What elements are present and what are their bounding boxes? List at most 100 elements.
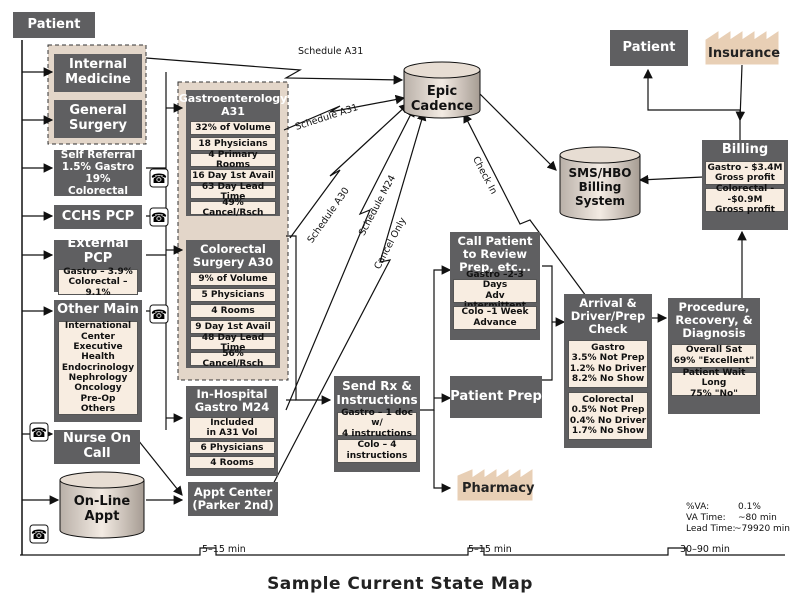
gastro-metric: 18 Physicians <box>190 137 276 152</box>
send-rx-metric: Gastro – 1 doc w/ 4 instructions <box>337 408 417 439</box>
call-patient-box: Call Patient to Review Prep, etc... Gast… <box>450 232 540 340</box>
gastro-metric: 32% of Volume <box>190 121 276 136</box>
procedure-box: Procedure, Recovery, & Diagnosis Overall… <box>668 298 760 414</box>
gastro-metric: 49% Cancel/Rsch <box>190 198 276 218</box>
phone-icon: ☎ <box>31 426 47 441</box>
lead-time-label: Lead Time: <box>686 524 736 534</box>
patient-prep-label: Patient Prep <box>450 388 542 404</box>
lead-time-value: ~79920 min <box>734 524 791 534</box>
va-pct-value: 0.1% <box>738 502 761 512</box>
prep-merge-line <box>542 265 553 381</box>
nurse-on-call-label: Nurse On Call <box>63 431 131 461</box>
gastro-a31-title: Gastroenterology A31 <box>178 92 288 118</box>
inhospital-gastro-box: In-Hospital Gastro M24 Included in A31 V… <box>186 386 278 476</box>
pharmacy-factory-shape <box>457 469 533 501</box>
trunk-to-clinic-arrows <box>137 103 184 505</box>
gastro-metric: 4 Primary Rooms <box>190 150 276 170</box>
other-main-list: International Center Executive Health En… <box>58 320 138 415</box>
sms-billing-cylinder <box>559 146 641 221</box>
send-rx-box: Send Rx & Instructions Gastro – 1 doc w/… <box>334 376 420 472</box>
external-pcp-data: Gastro – 3.9% Colorectal – 9.1% <box>58 267 138 298</box>
epic-cadence-cylinder <box>403 61 481 119</box>
inhospital-title: In-Hospital Gastro M24 <box>194 387 270 415</box>
online-appt-cylinder <box>59 471 145 539</box>
gastro-metric: 16 Day 1st Avail <box>190 169 276 184</box>
call-patient-metric: Gastro –2-3 Days Adv intermittent <box>453 270 537 311</box>
phone-icon: ☎ <box>151 172 167 187</box>
gastro-metric: 63 Day Lead Time <box>190 182 276 202</box>
general-surgery-box: General Surgery <box>54 100 142 138</box>
appt-center-box: Appt Center (Parker 2nd) <box>188 482 278 516</box>
billing-box: Billing Gastro - $3.4M Gross profit Colo… <box>702 140 788 230</box>
arrival-metric: Gastro 3.5% Not Prep 1.2% No Driver 8.2%… <box>568 339 648 388</box>
source-to-trunk-lines <box>146 167 166 312</box>
colorectal-metric: 4 Rooms <box>190 304 276 319</box>
procedure-title: Procedure, Recovery, & Diagnosis <box>675 300 753 341</box>
send-rx-title: Send Rx & Instructions <box>336 379 418 407</box>
cchs-pcp-box: CCHS PCP <box>54 205 142 229</box>
map-title: Sample Current State Map <box>267 574 533 594</box>
insurance-label: Insurance <box>708 46 781 61</box>
patient-payer-label: Patient <box>622 39 676 55</box>
external-pcp-label: External PCP <box>67 235 129 266</box>
general-surgery-label: General Surgery <box>68 103 128 133</box>
procedure-metric: Overall Sat 69% "Excellent" <box>671 343 757 368</box>
colorectal-metric: 5 Physicians <box>190 288 276 303</box>
va-pct-label: %VA: <box>686 502 710 512</box>
electronic-flows <box>145 57 587 491</box>
timeline-segment-2: 5–15 min <box>468 544 512 555</box>
billing-title: Billing <box>721 142 769 157</box>
phone-icon: ☎ <box>31 528 47 543</box>
va-time-label: VA Time: <box>686 513 726 523</box>
colorectal-metric: 48 Day Lead Time <box>190 333 276 353</box>
call-patient-title: Call Patient to Review Prep, etc... <box>457 234 533 275</box>
self-referral-label: Self Referral 1.5% Gastro 19% Colorectal <box>60 148 136 198</box>
epic-sms-link <box>468 82 557 171</box>
cchs-pcp-label: CCHS PCP <box>61 208 135 224</box>
billing-metric: Gastro - $3.4M Gross profit <box>705 160 785 185</box>
referral-connectors <box>22 67 60 505</box>
external-pcp-box: External PCP Gastro – 3.9% Colorectal – … <box>54 235 142 298</box>
patient-prep-box: Patient Prep <box>450 376 542 418</box>
clinics-to-sendrx-arrow <box>286 235 332 405</box>
insurance-factory-shape <box>705 31 779 65</box>
online-appt-label: On-Line Appt <box>73 494 131 524</box>
inhospital-metric: 4 Rooms <box>189 456 275 470</box>
internal-medicine-label: Internal Medicine <box>65 57 131 87</box>
epic-cadence-label: Epic Cadence <box>410 84 474 114</box>
call-patient-metric: Colo –1 Week Advance <box>453 305 537 330</box>
self-referral-box: Self Referral 1.5% Gastro 19% Colorectal <box>54 148 142 198</box>
schedule-a31-label: Schedule A31 <box>298 46 364 57</box>
colorectal-metric: 9% of Volume <box>190 272 276 287</box>
insurance-to-billing-arrow <box>735 64 746 122</box>
phone-icons <box>29 168 169 544</box>
send-rx-metric: Colo – 4 instructions <box>337 438 417 463</box>
nurse-on-call-box: Nurse On Call <box>54 430 140 464</box>
other-main-label: Other Main <box>57 302 139 317</box>
timeline-segment-3: 30–90 min <box>680 544 730 555</box>
inhospital-metric: Included in A31 Vol <box>189 417 275 440</box>
va-time-value: ~80 min <box>738 513 777 523</box>
sms-billing-label: SMS/HBO Billing System <box>568 166 632 208</box>
arrival-metric: Colorectal 0.5% Not Prep 0.4% No Driver … <box>568 391 648 440</box>
colorectal-metric: 9 Day 1st Avail <box>190 320 276 335</box>
pharmacy-label: Pharmacy <box>462 481 535 496</box>
patient-label: Patient <box>27 16 81 32</box>
sendrx-to-callpatient-arrow <box>420 265 452 411</box>
gastro-a31-box: Gastroenterology A31 32% of Volume 18 Ph… <box>179 90 287 218</box>
phone-icon: ☎ <box>151 308 167 323</box>
colorectal-a30-title: Colorectal Surgery A30 <box>192 242 274 270</box>
patient-source-box: Patient <box>13 12 95 38</box>
colorectal-a30-box: Colorectal Surgery A30 9% of Volume 5 Ph… <box>186 240 280 369</box>
billing-metric: Colorectal - -$0.9M Gross profit <box>705 184 785 215</box>
sendrx-to-pharmacy-arrow <box>433 410 452 493</box>
timeline-ladder <box>20 547 785 556</box>
phone-icon: ☎ <box>151 211 167 226</box>
internal-medicine-box: Internal Medicine <box>54 54 142 92</box>
timeline-segment-1: 5–15 min <box>202 544 246 555</box>
arrival-title: Arrival & Driver/Prep Check <box>570 296 646 337</box>
inhospital-metric: 6 Physicians <box>189 441 275 455</box>
procedure-metric: Patient Wait Long 75% "No" <box>671 368 757 399</box>
arrival-check-box: Arrival & Driver/Prep Check Gastro 3.5% … <box>564 294 652 448</box>
patient-payer-box: Patient <box>610 30 688 66</box>
